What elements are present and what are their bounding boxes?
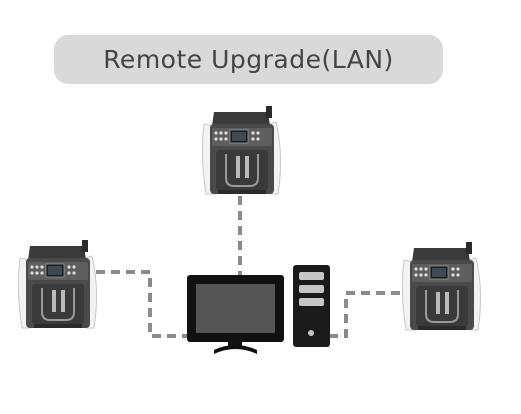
- device-left: [17, 239, 98, 329]
- connector-right: [330, 291, 400, 338]
- pc-tower-icon: [293, 265, 330, 347]
- title-banner: Remote Upgrade(LAN): [54, 35, 443, 84]
- device-right: [401, 241, 482, 331]
- monitor-icon: [187, 275, 284, 354]
- diagram-title: Remote Upgrade(LAN): [103, 45, 394, 74]
- connector-left: [96, 270, 188, 338]
- device-top: [201, 105, 282, 195]
- connector-lines: [96, 196, 400, 338]
